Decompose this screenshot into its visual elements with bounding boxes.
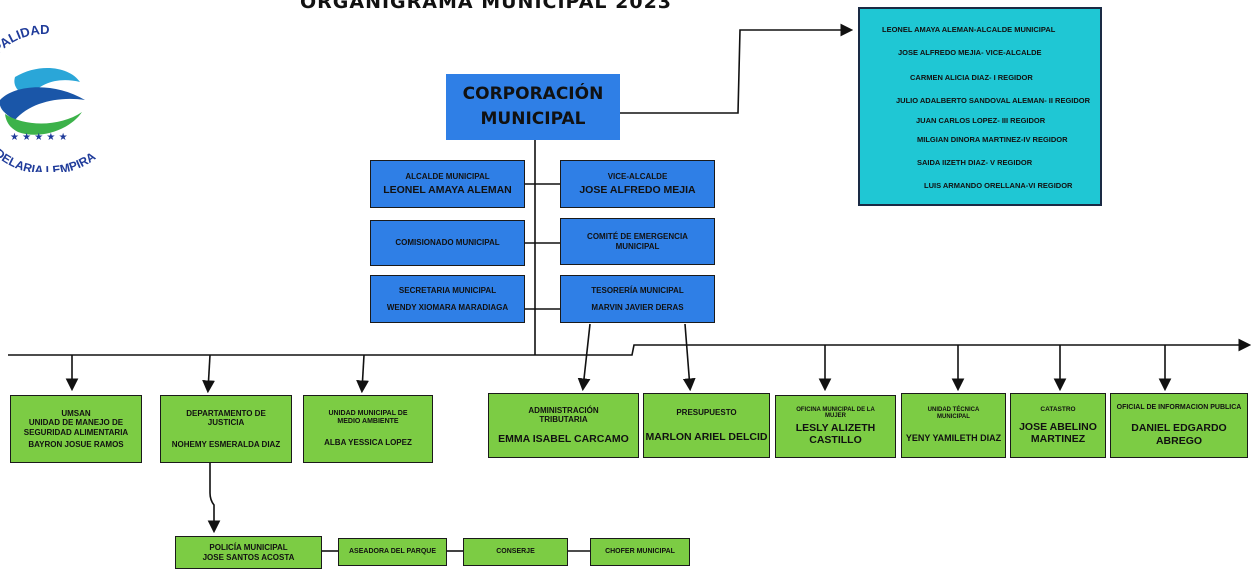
policia-municipal-box: POLICÍA MUNICIPAL JOSE SANTOS ACOSTA <box>175 536 322 569</box>
umsan-line3: SEGURIDAD ALIMENTARIA <box>23 427 129 437</box>
council-member: MILGIAN DINORA MARTINEZ-IV REGIDOR <box>917 135 1068 144</box>
tesoreria-role: TESORERÍA MUNICIPAL <box>591 286 684 296</box>
page-title: ORGANIGRAMA MUNICIPAL 2023 <box>300 0 673 13</box>
corporacion-municipal-box: CORPORACIÓN MUNICIPAL <box>446 74 620 140</box>
umsan-box: UMSAN UNIDAD DE MANEJO DE SEGURIDAD ALIM… <box>10 395 142 463</box>
council-member: JUAN CARLOS LOPEZ- III REGIDOR <box>916 116 1046 125</box>
umsan-line2: UNIDAD DE MANEJO DE <box>28 418 124 428</box>
secretaria-role: SECRETARIA MUNICIPAL <box>398 286 497 296</box>
chofer-role: CHOFER MUNICIPAL <box>605 547 675 555</box>
catastro-box: CATASTRO JOSE ABELINO MARTINEZ <box>1010 393 1106 458</box>
conserje-box: CONSERJE <box>463 538 568 566</box>
tecnica-line1: UNIDAD TÉCNICA <box>927 407 980 414</box>
council-member: JULIO ADALBERTO SANDOVAL ALEMAN- II REGI… <box>896 96 1091 105</box>
mujer-name2: CASTILLO <box>809 434 862 447</box>
tesoreria-box: TESORERÍA MUNICIPAL MARVIN JAVIER DERAS <box>560 275 715 323</box>
ambiente-line2: MEDIO AMBIENTE <box>337 418 399 426</box>
ambiente-line1: UNIDAD MUNICIPAL DE <box>328 410 408 418</box>
comite-line2: MUNICIPAL <box>615 241 660 251</box>
comisionado-box: COMISIONADO MUNICIPAL <box>370 220 525 266</box>
catastro-name2: MARTINEZ <box>1030 433 1086 446</box>
presupuesto-box: PRESUPUESTO MARLON ARIEL DELCID <box>643 393 770 458</box>
tesoreria-name: MARVIN JAVIER DERAS <box>591 302 684 312</box>
tecnica-name: YENY YAMILETH DIAZ <box>905 433 1002 444</box>
secretaria-name: WENDY XIOMARA MARADIAGA <box>386 302 509 312</box>
tributaria-line1: ADMINISTRACIÓN <box>528 405 599 415</box>
council-member: SAIDA IIZETH DIAZ- V REGIDOR <box>917 158 1033 167</box>
justicia-line2: JUSTICIA <box>207 418 245 428</box>
policia-name: JOSE SANTOS ACOSTA <box>202 552 295 562</box>
catastro-role: CATASTRO <box>1040 405 1076 413</box>
logo-graphic: MUNICIPALIDAD ★ ★ ★ ★ ★ CANDELARIA LEMPI… <box>0 22 98 177</box>
council-members-panel: LEONEL AMAYA ALEMAN-ALCALDE MUNICIPAL JO… <box>858 7 1102 206</box>
corporacion-line2: MUNICIPAL <box>480 108 586 129</box>
justicia-name: NOHEMY ESMERALDA DIAZ <box>171 439 281 449</box>
umsan-line1: UMSAN <box>61 409 91 419</box>
council-member: LEONEL AMAYA ALEMAN-ALCALDE MUNICIPAL <box>882 25 1056 34</box>
tecnica-line2: MUNICIPAL <box>937 414 970 421</box>
tributaria-name: EMMA ISABEL CARCAMO <box>498 433 629 446</box>
vice-role: VICE-ALCALDE <box>607 171 668 181</box>
secretaria-box: SECRETARIA MUNICIPAL WENDY XIOMARA MARAD… <box>370 275 525 323</box>
chofer-box: CHOFER MUNICIPAL <box>590 538 690 566</box>
comite-line1: COMITÉ DE EMERGENCIA <box>587 232 688 242</box>
alcalde-box: ALCALDE MUNICIPAL LEONEL AMAYA ALEMAN <box>370 160 525 208</box>
policia-role: POLICÍA MUNICIPAL <box>209 543 288 553</box>
mujer-line2: MUJER <box>824 413 846 420</box>
oficina-mujer-box: OFICINA MUNICIPAL DE LA MUJER LESLY ALIZ… <box>775 395 896 458</box>
comite-emergencia-box: COMITÉ DE EMERGENCIA MUNICIPAL <box>560 218 715 265</box>
justicia-line1: DEPARTAMENTO DE <box>186 409 266 419</box>
aseadora-box: ASEADORA DEL PARQUE <box>338 538 447 566</box>
umsan-name: BAYRON JOSUE RAMOS <box>28 439 124 449</box>
council-member: LUIS ARMANDO ORELLANA-VI REGIDOR <box>924 181 1073 190</box>
corporacion-line1: CORPORACIÓN <box>462 83 604 104</box>
informacion-role: OFICIAL DE INFORMACION PUBLICA <box>1116 404 1242 412</box>
conserje-role: CONSERJE <box>496 547 535 555</box>
ambiente-name: ALBA YESSICA LOPEZ <box>324 438 412 448</box>
comisionado-role: COMISIONADO MUNICIPAL <box>395 238 500 248</box>
administracion-tributaria-box: ADMINISTRACIÓN TRIBUTARIA EMMA ISABEL CA… <box>488 393 639 458</box>
mujer-name1: LESLY ALIZETH <box>795 422 876 435</box>
aseadora-role: ASEADORA DEL PARQUE <box>349 547 436 555</box>
informacion-publica-box: OFICIAL DE INFORMACION PUBLICA DANIEL ED… <box>1110 393 1248 458</box>
tributaria-line2: TRIBUTARIA <box>539 414 588 424</box>
informacion-name: DANIEL EDGARDO ABREGO <box>1131 422 1227 447</box>
justicia-box: DEPARTAMENTO DE JUSTICIA NOHEMY ESMERALD… <box>160 395 292 463</box>
council-member: CARMEN ALICIA DIAZ- I REGIDOR <box>910 73 1033 82</box>
council-member: JOSE ALFREDO MEJIA- VICE-ALCALDE <box>898 48 1042 57</box>
alcalde-role: ALCALDE MUNICIPAL <box>405 171 490 181</box>
vice-name: JOSE ALFREDO MEJIA <box>579 184 696 197</box>
presupuesto-role: PRESUPUESTO <box>676 407 737 417</box>
medio-ambiente-box: UNIDAD MUNICIPAL DE MEDIO AMBIENTE ALBA … <box>303 395 433 463</box>
vice-alcalde-box: VICE-ALCALDE JOSE ALFREDO MEJIA <box>560 160 715 208</box>
unidad-tecnica-box: UNIDAD TÉCNICA MUNICIPAL YENY YAMILETH D… <box>901 393 1006 458</box>
logo-stars: ★ ★ ★ ★ ★ <box>10 132 68 143</box>
presupuesto-name: MARLON ARIEL DELCID <box>645 431 768 444</box>
catastro-name1: JOSE ABELINO <box>1019 421 1097 434</box>
municipality-logo: MUNICIPALIDAD ★ ★ ★ ★ ★ CANDELARIA LEMPI… <box>0 22 130 177</box>
alcalde-name: LEONEL AMAYA ALEMAN <box>383 184 512 197</box>
mujer-line1: OFICINA MUNICIPAL DE LA <box>796 406 875 413</box>
